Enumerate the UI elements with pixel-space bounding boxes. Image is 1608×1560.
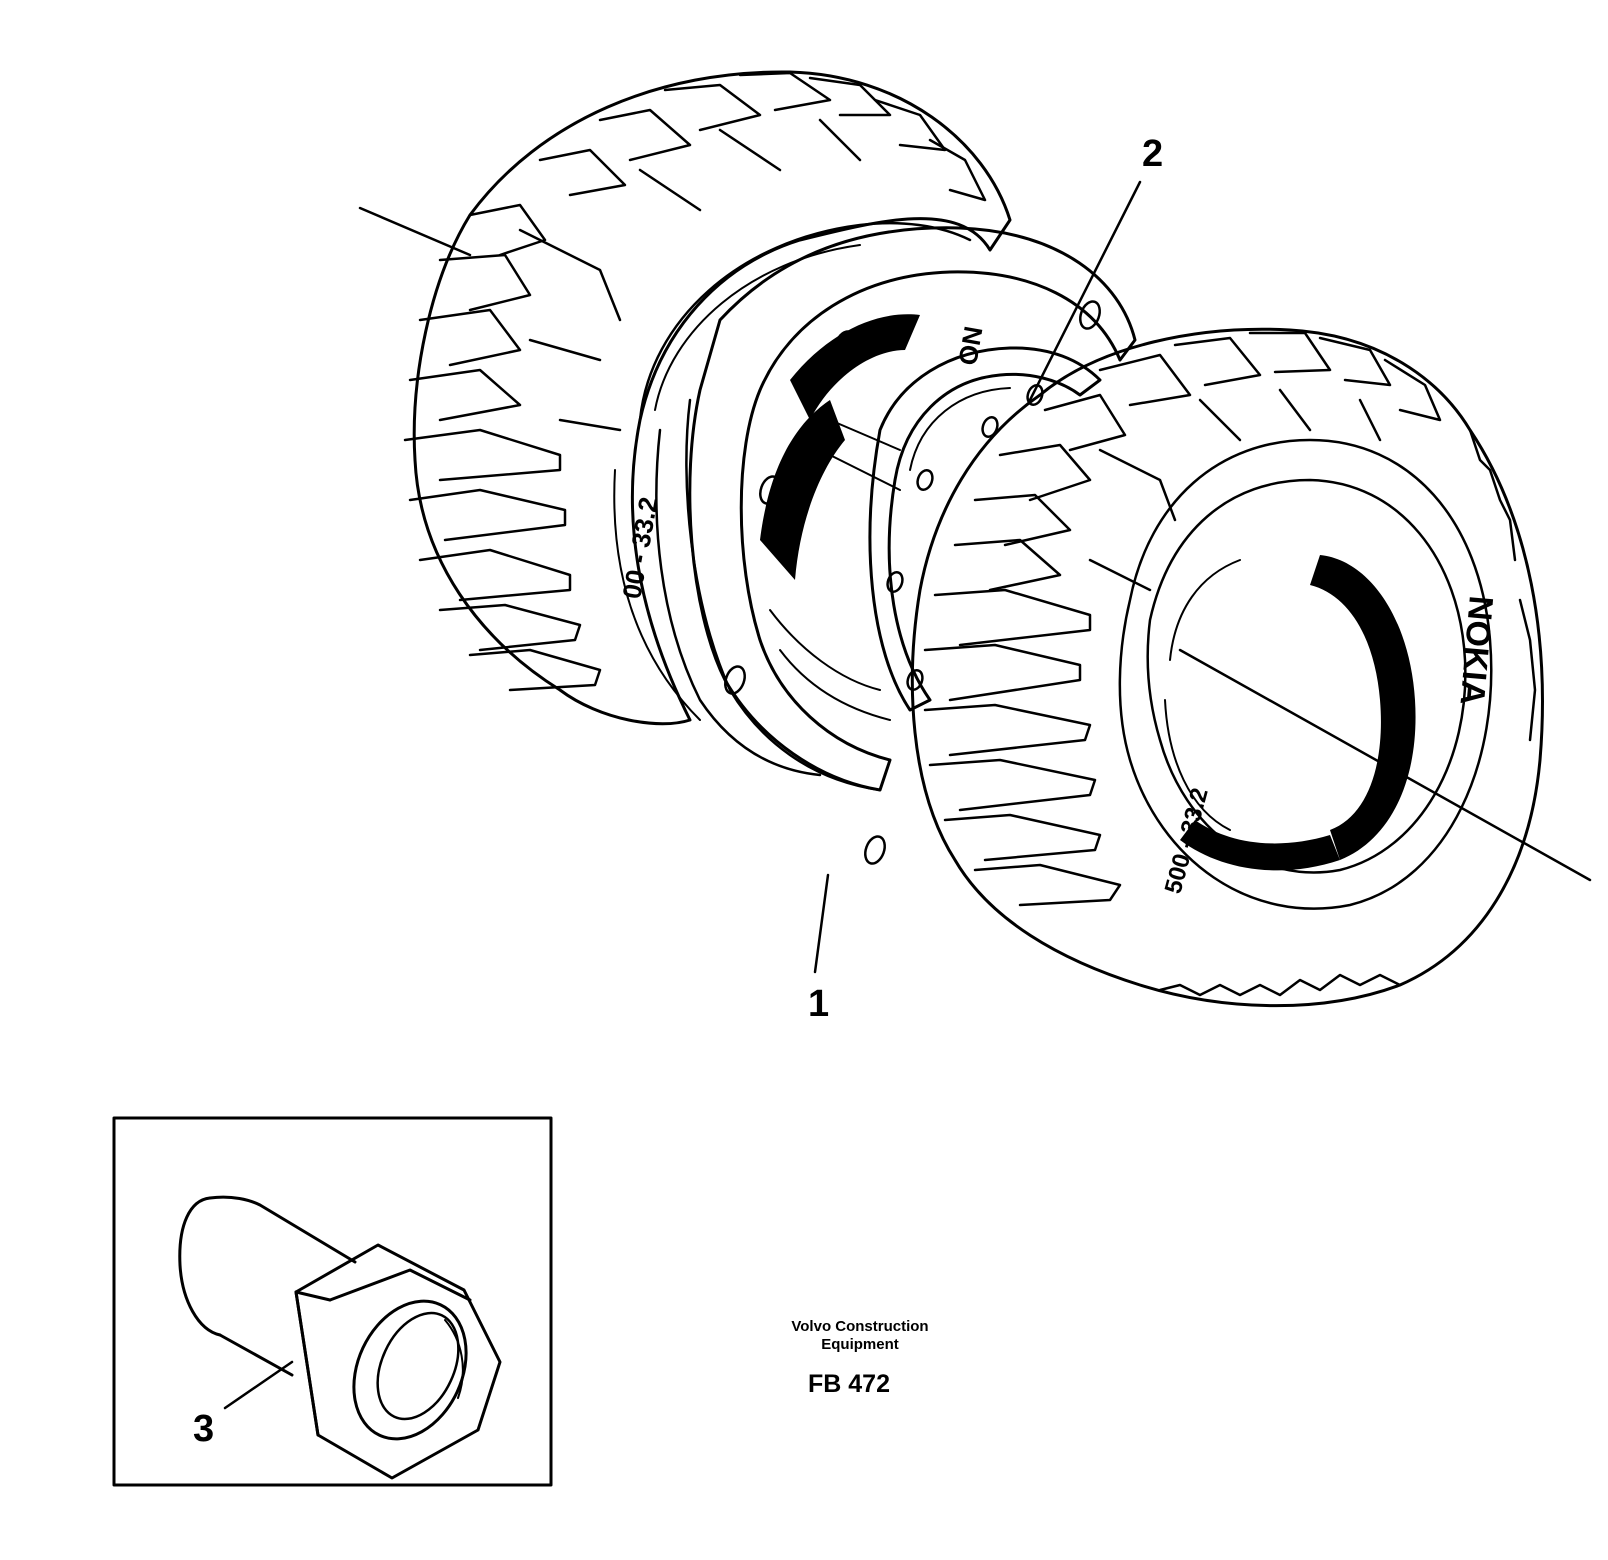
callout-1: 1 [808,983,830,1025]
front-tyre-brand-label: NOKIA [1452,594,1499,706]
leader-line-2 [1028,180,1142,402]
publisher-line-2: Equipment [821,1336,899,1353]
spacer-ring-holes [886,384,1044,691]
wheel-nut-detail-box [112,1116,553,1487]
leader-line-front-tyre [1178,648,1592,882]
callout-3: 3 [193,1408,215,1450]
front-tyre-tread [923,331,1537,997]
leader-line-rear-tyre [358,206,472,257]
rim-partial-brand-label: NO [952,324,988,368]
publisher-label: Volvo Construction Equipment [760,1318,960,1354]
front-tyre: NOKIA 500 - 33.2 [910,327,1544,1008]
rim-flange: NO [655,226,1137,865]
callout-2: 2 [1142,133,1164,175]
rear-tyre-tread [403,71,987,692]
spacer-ring [868,346,1102,712]
figure-code: FB 472 [808,1370,890,1398]
leader-line-1 [813,873,830,974]
publisher-line-1: Volvo Construction [791,1318,929,1335]
wheel-nut [178,1195,502,1480]
